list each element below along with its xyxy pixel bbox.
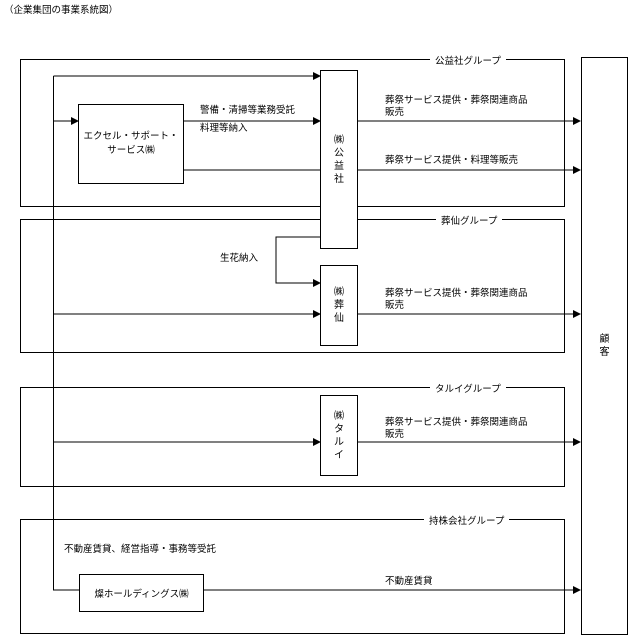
label-holdings-services: 不動産賃貸、経営指導・事務等受託 <box>64 544 217 555</box>
tarui-char-0: ㈱ <box>334 410 344 422</box>
label-excel-koekisha-2: 料理等納入 <box>200 123 248 134</box>
label-sosen-customer-b: 販売 <box>385 300 405 311</box>
sosen-box: ㈱ 葬 仙 <box>320 265 358 346</box>
sosen-char-0: ㈱ <box>334 287 344 298</box>
label-sosen-customer-a: 葬祭サービス提供・葬祭関連商品 <box>385 288 528 299</box>
label-holdings-customer: 不動産賃貸 <box>385 576 433 587</box>
customer-char-0: 顧 <box>599 334 610 345</box>
label-tarui-customer-b: 販売 <box>385 429 405 440</box>
koekisha-box: ㈱ 公 益 社 <box>320 70 358 249</box>
label-excel-customer: 葬祭サービス提供・料理等販売 <box>385 155 519 166</box>
group-label-koekisha: 公益社グループ <box>430 53 506 67</box>
group-frame-tarui <box>20 387 565 487</box>
label-koekisha-customer-1b: 販売 <box>385 107 405 118</box>
excel-name-line1: エクセル・サポート・ <box>83 131 179 142</box>
excel-support-box: エクセル・サポート・ サービス㈱ <box>78 104 184 184</box>
customer-box: 顧 客 <box>581 57 628 635</box>
koekisha-char-0: ㈱ <box>334 134 344 146</box>
koekisha-char-2: 益 <box>334 160 344 172</box>
koekisha-char-3: 社 <box>334 173 344 185</box>
sosen-char-2: 仙 <box>334 313 344 324</box>
group-frame-holding <box>20 519 565 634</box>
holdings-box: 燦ホールディングス㈱ <box>79 574 204 612</box>
holdings-trunk <box>53 76 79 591</box>
label-excel-koekisha-1: 警備・清掃等業務受託 <box>200 105 296 116</box>
label-koekisha-customer-1a: 葬祭サービス提供・葬祭関連商品 <box>385 95 528 106</box>
group-label-sosen: 葬仙グループ <box>436 213 503 227</box>
tarui-char-1: タ <box>334 423 344 435</box>
customer-char-1: 客 <box>599 347 610 358</box>
label-flower-supply: 生花納入 <box>220 253 259 264</box>
group-frame-koekisha <box>20 59 565 207</box>
tarui-box: ㈱ タ ル イ <box>320 395 358 476</box>
label-tarui-customer-a: 葬祭サービス提供・葬祭関連商品 <box>385 417 528 428</box>
group-label-holding: 持株会社グループ <box>424 513 510 527</box>
diagram-title: （企業集団の事業系統図） <box>4 5 119 16</box>
sosen-char-1: 葬 <box>334 300 344 311</box>
excel-name-line2: サービス㈱ <box>107 145 155 156</box>
tarui-char-3: イ <box>334 449 344 461</box>
tarui-char-2: ル <box>334 436 344 448</box>
group-frame-sosen <box>20 219 565 353</box>
arrow-flower-supply <box>275 236 321 287</box>
koekisha-char-1: 公 <box>334 147 344 159</box>
group-label-tarui: タルイグループ <box>430 381 506 395</box>
